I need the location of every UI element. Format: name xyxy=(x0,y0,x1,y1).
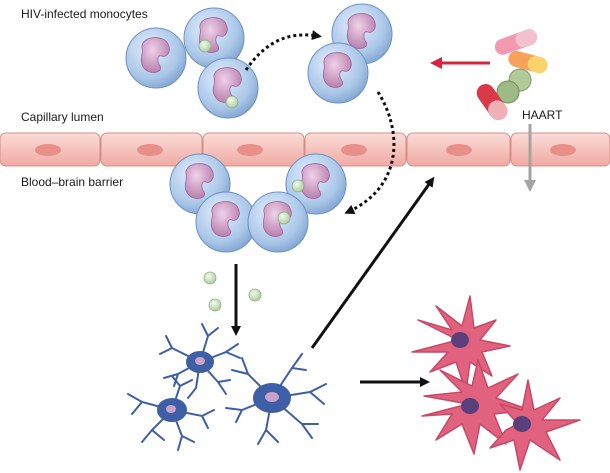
endothelial-nucleus xyxy=(237,144,263,156)
endothelial-nucleus xyxy=(35,144,61,156)
monocyte-cell-icon xyxy=(307,42,369,104)
monocyte-cell-icon xyxy=(197,57,259,119)
microglia-cell-icon xyxy=(127,323,327,451)
endothelial-nucleus xyxy=(137,144,163,156)
neuron-cell-icon xyxy=(411,295,581,471)
barrier-disruption-arrow xyxy=(310,176,435,349)
monocyte-cell-icon xyxy=(125,27,187,89)
hiv-virion-icon xyxy=(248,288,262,302)
haart-pills-icon xyxy=(476,29,548,121)
endothelial-nucleus xyxy=(446,144,472,156)
monocyte-cluster-infected xyxy=(125,7,259,119)
transmigration-arrow xyxy=(344,91,396,215)
label-blood-brain-barrier: Blood–brain barrier xyxy=(21,175,124,189)
hiv-virion-icon xyxy=(291,179,305,193)
hiv-virion-icon xyxy=(198,39,212,53)
released-virions xyxy=(203,271,262,312)
monocyte-cell-icon xyxy=(195,191,257,253)
label-haart: HAART xyxy=(522,108,563,122)
hiv-virion-icon xyxy=(277,211,291,225)
monocyte-cluster-brain xyxy=(169,153,347,253)
label-capillary-lumen: Capillary lumen xyxy=(21,110,104,124)
hiv-virion-icon xyxy=(208,298,222,312)
endothelial-nucleus xyxy=(341,144,367,156)
hiv-virion-icon xyxy=(225,95,239,109)
circulation-arrow xyxy=(244,30,322,71)
monocyte-cell-icon xyxy=(247,191,309,253)
endothelial-nucleus xyxy=(550,144,576,156)
monocyte-cluster-circulating xyxy=(307,3,393,104)
neuron-nuclei xyxy=(451,332,531,432)
hiv-virion-icon xyxy=(203,271,217,285)
label-hiv-infected-monocytes: HIV-infected monocytes xyxy=(21,7,148,21)
